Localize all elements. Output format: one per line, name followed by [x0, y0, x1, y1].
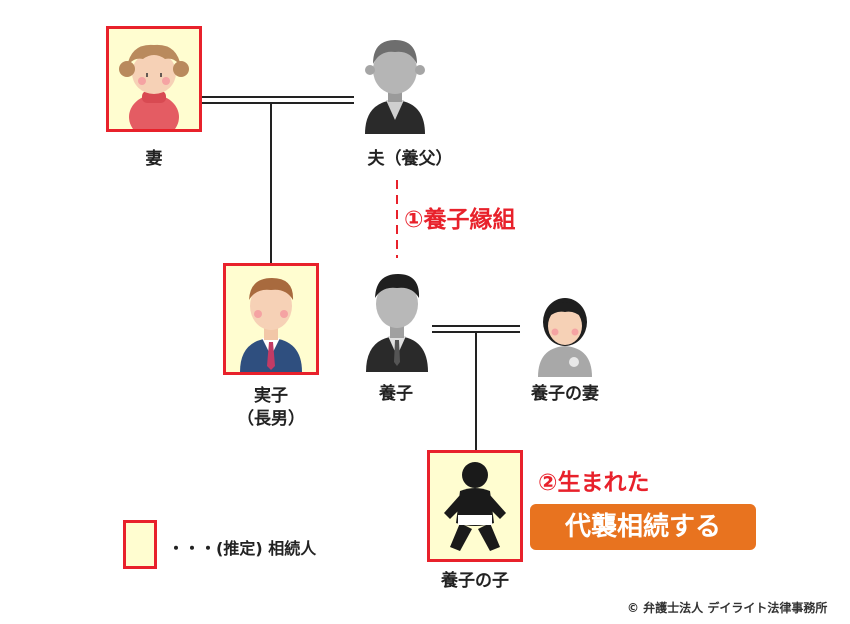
born-annotation: ②生まれた [538, 463, 649, 497]
adopted-child-illustration [352, 262, 442, 372]
husband-label: 夫（養父） [355, 148, 465, 171]
real-child-illustration [226, 266, 316, 372]
grandchild-illustration [430, 453, 520, 559]
adopted-wife-figure [520, 282, 610, 377]
real-child-label-line2: （長男） [231, 408, 311, 431]
grandchild-label: 養子の子 [420, 570, 530, 593]
adopted-child-label: 養子 [356, 383, 436, 406]
husband-illustration [350, 24, 440, 134]
wife-label: 妻 [124, 148, 184, 171]
legend-text: ・・・(推定) 相続人 [168, 535, 316, 559]
legend-swatch [123, 520, 157, 569]
wife-heir-box [106, 26, 202, 132]
adopted-wife-label: 養子の妻 [510, 383, 620, 406]
grandchild-heir-box [427, 450, 523, 562]
adopted-child-figure [352, 262, 442, 372]
real-child-label-line1: 実子 [231, 385, 311, 408]
wife-illustration [109, 29, 199, 129]
adoption-annotation: ①養子縁組 [404, 200, 515, 234]
succession-badge: 代襲相続する [530, 504, 756, 550]
husband-figure [350, 24, 440, 134]
real-child-heir-box [223, 263, 319, 375]
copyright-notice: © 弁護士法人 デイライト法律事務所 [627, 599, 827, 616]
adopted-wife-illustration [520, 282, 610, 377]
